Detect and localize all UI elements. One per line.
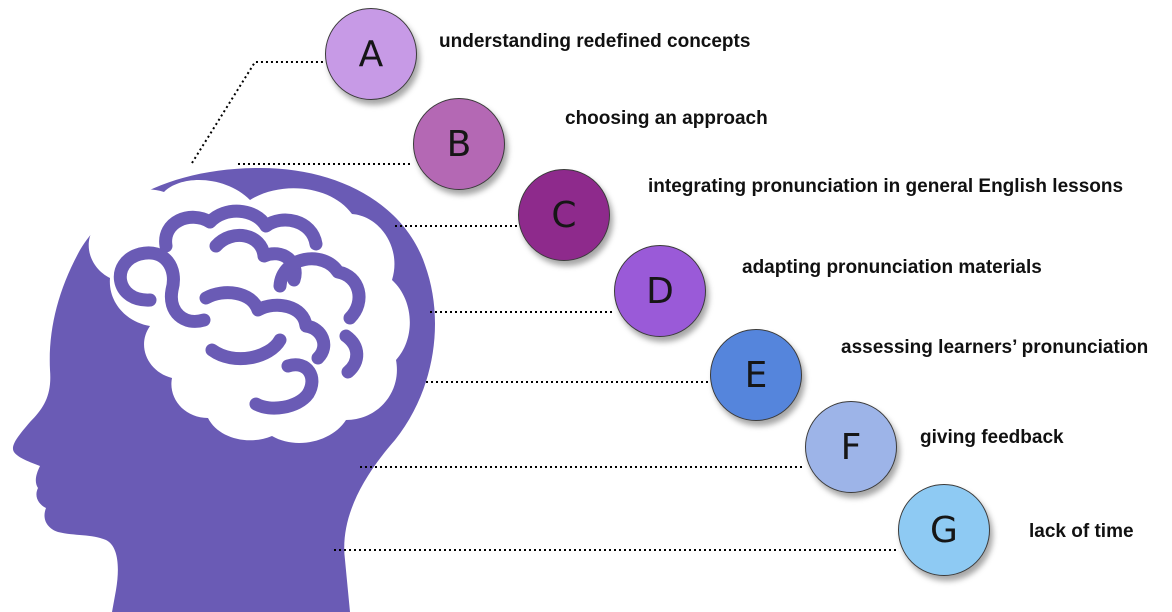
- step-f-letter: F: [840, 426, 862, 468]
- step-c-letter: C: [551, 194, 577, 236]
- step-g-circle: G: [898, 484, 990, 576]
- connector-line-a: [191, 61, 323, 164]
- step-b-letter: B: [446, 123, 472, 165]
- step-d-letter: D: [646, 270, 674, 312]
- step-e-label: assessing learners’ pronunciation: [841, 337, 1149, 358]
- step-g-letter: G: [930, 509, 958, 551]
- brain-folds: [113, 204, 366, 415]
- step-a-circle: A: [325, 8, 417, 100]
- step-a-letter: A: [358, 33, 384, 75]
- step-b-label: choosing an approach: [565, 108, 768, 129]
- step-e-letter: E: [744, 354, 768, 396]
- step-e-circle: E: [710, 329, 802, 421]
- step-f-label: giving feedback: [920, 427, 1064, 448]
- step-a-label: understanding redefined concepts: [439, 31, 751, 52]
- step-c-label: integrating pronunciation in general Eng…: [648, 176, 1124, 197]
- step-b-circle: B: [413, 98, 505, 190]
- step-d-circle: D: [614, 245, 706, 337]
- step-g-label: lack of time: [1029, 521, 1134, 542]
- connector-lines: [191, 61, 896, 551]
- step-c-circle: C: [518, 169, 610, 261]
- step-d-label: adapting pronunciation materials: [742, 257, 1042, 278]
- step-f-circle: F: [805, 401, 897, 493]
